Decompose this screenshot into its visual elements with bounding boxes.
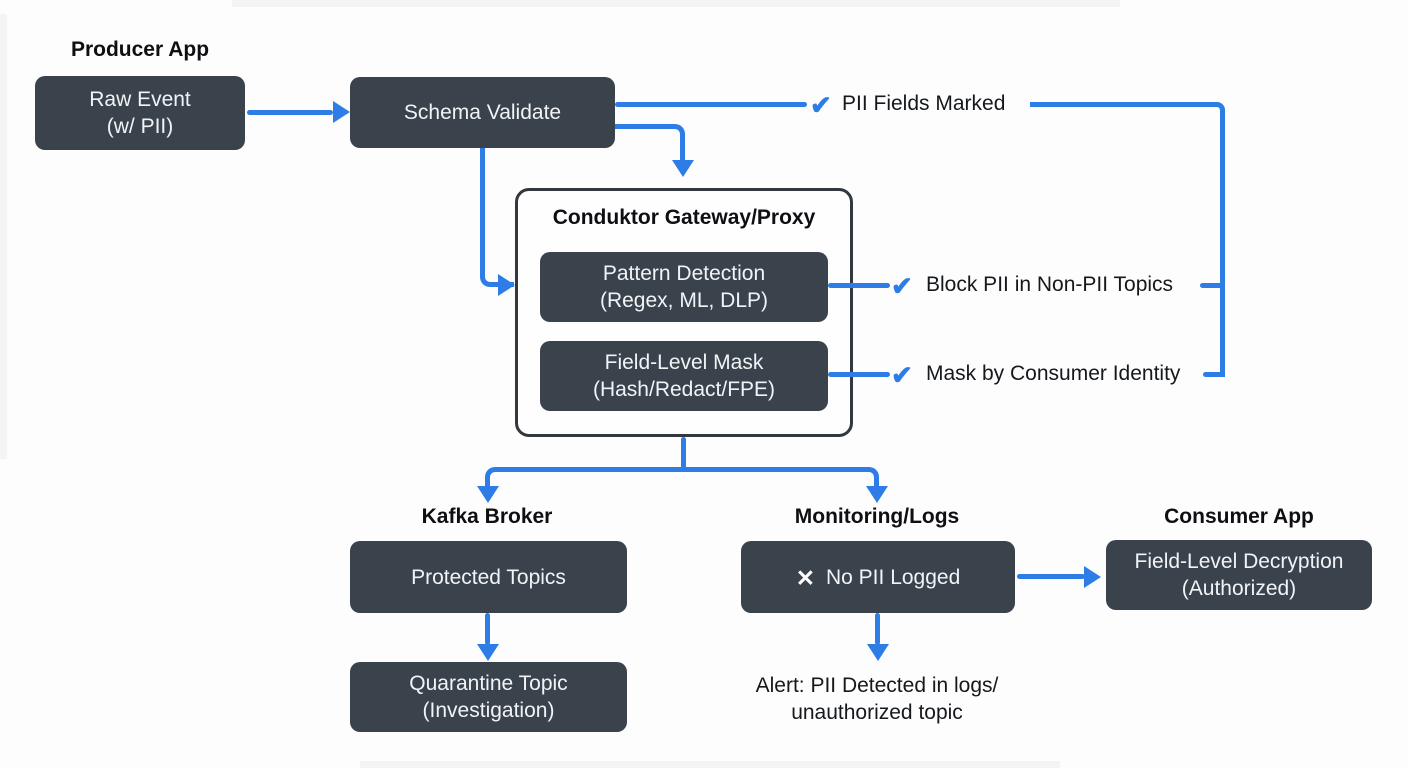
field-level-mask-line1: Field-Level Mask <box>604 351 764 374</box>
pattern-detection-node: Pattern Detection (Regex, ML, DLP) <box>540 252 828 322</box>
connector-right-rail <box>1030 102 1225 377</box>
no-pii-logged-node: ✕ No PII Logged <box>741 541 1015 613</box>
connector-rawevent-schema <box>247 110 333 115</box>
arrowhead-kafka-branch <box>477 486 499 503</box>
quarantine-topic-node: Quarantine Topic (Investigation) <box>350 662 627 732</box>
consumer-app-label: Consumer App <box>1164 505 1314 528</box>
field-level-mask-line2: (Hash/Redact/FPE) <box>592 378 776 401</box>
check-icon: ✔ <box>891 271 913 301</box>
arrowhead-alert <box>867 644 889 661</box>
monitoring-logs-label: Monitoring/Logs <box>794 505 960 528</box>
connector-schema-gateway-left <box>480 148 514 287</box>
schema-validate-label: Schema Validate <box>403 101 562 124</box>
edge-artifact-bottom <box>360 761 1060 768</box>
x-icon: ✕ <box>795 564 815 591</box>
connector-nopii-alert <box>875 613 880 645</box>
check-icon: ✔ <box>891 360 913 390</box>
connector-split-right <box>683 467 879 487</box>
connector-protected-quarantine <box>485 613 490 645</box>
arrowhead-quarantine <box>477 644 499 661</box>
pattern-detection-line2: (Regex, ML, DLP) <box>599 289 769 312</box>
quarantine-line1: Quarantine Topic <box>409 672 568 695</box>
connector-rail-maskidentity <box>1203 372 1222 377</box>
producer-app-label: Producer App <box>70 38 210 61</box>
quarantine-line2: (Investigation) <box>422 699 555 722</box>
connector-schema-gateway-top <box>615 124 685 162</box>
arrowhead-decrypt <box>1084 566 1101 588</box>
raw-event-line1: Raw Event <box>89 88 191 111</box>
arrowhead-schema-gateway-left <box>498 274 515 296</box>
arrowhead-schema-gateway-top <box>672 160 694 177</box>
field-level-decryption-node: Field-Level Decryption (Authorized) <box>1106 540 1372 610</box>
connector-pattern-blockpii <box>828 283 890 288</box>
arrowhead-monitoring-branch <box>866 486 888 503</box>
connector-nopii-decrypt <box>1017 574 1085 579</box>
no-pii-logged-label: No PII Logged <box>826 565 961 589</box>
connector-rail-blockpii <box>1200 283 1222 288</box>
edge-artifact-left <box>0 14 7 459</box>
raw-event-node: Raw Event (w/ PII) <box>35 76 245 150</box>
field-level-mask-node: Field-Level Mask (Hash/Redact/FPE) <box>540 341 828 411</box>
connector-schema-piimarked <box>615 102 807 107</box>
decrypt-line2: (Authorized) <box>1181 577 1297 600</box>
protected-topics-label: Protected Topics <box>411 565 566 589</box>
edge-artifact-top <box>232 0 1120 7</box>
mask-identity-label: Mask by Consumer Identity <box>926 362 1181 385</box>
alert-text: Alert: PII Detected in logs/ unauthorize… <box>697 672 1057 726</box>
arrowhead-rawevent-schema <box>333 101 350 123</box>
alert-line1: Alert: PII Detected in logs/ <box>755 674 999 697</box>
alert-line2: unauthorized topic <box>791 701 963 724</box>
pii-fields-marked-label: PII Fields Marked <box>842 92 1006 115</box>
kafka-broker-label: Kafka Broker <box>421 505 553 528</box>
pattern-detection-line1: Pattern Detection <box>602 262 766 285</box>
protected-topics-node: Protected Topics <box>350 541 627 613</box>
schema-validate-node: Schema Validate <box>350 77 615 148</box>
connector-split-left <box>485 467 685 487</box>
connector-gateway-stem <box>681 437 686 470</box>
raw-event-line2: (w/ PII) <box>106 115 174 138</box>
conduktor-gateway-title: Conduktor Gateway/Proxy <box>552 206 816 229</box>
connector-mask-identity <box>828 372 890 377</box>
block-pii-label: Block PII in Non-PII Topics <box>926 273 1174 296</box>
check-icon: ✔ <box>810 90 832 120</box>
decrypt-line1: Field-Level Decryption <box>1134 550 1344 573</box>
